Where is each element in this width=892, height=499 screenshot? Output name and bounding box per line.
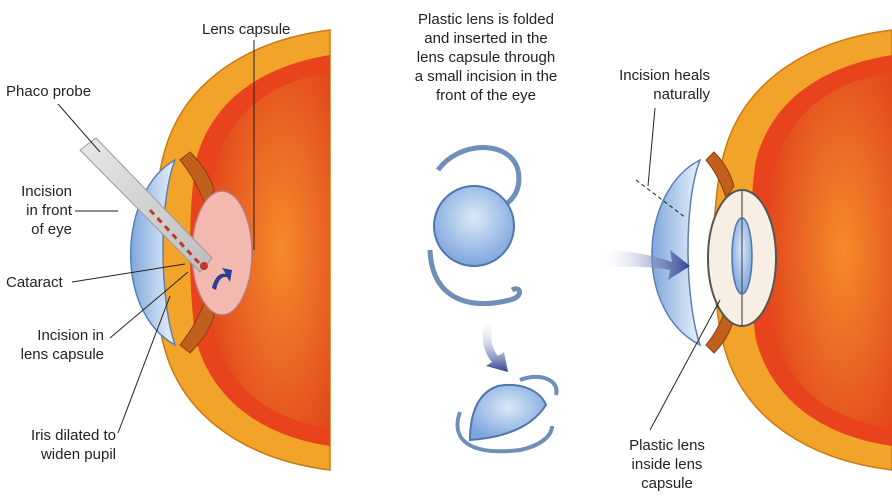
middle-curved-arrow — [483, 318, 508, 372]
label-incision-capsule: Incision in lens capsule — [4, 326, 104, 364]
label-plastic-lens: Plastic lens inside lens capsule — [612, 436, 722, 493]
label-cataract: Cataract — [6, 273, 63, 292]
middle-caption: Plastic lens is folded and inserted in t… — [396, 10, 576, 105]
right-cornea — [652, 160, 700, 345]
folded-lens-bottom — [458, 377, 557, 451]
label-incision-front: Incision in front of eye — [6, 182, 72, 239]
label-phaco-probe: Phaco probe — [6, 82, 91, 101]
label-incision-heals: Incision heals naturally — [596, 66, 710, 104]
folded-lens-top — [430, 148, 520, 304]
label-lens-capsule: Lens capsule — [202, 20, 290, 39]
left-eye — [80, 0, 392, 499]
label-iris-dilated: Iris dilated to widen pupil — [4, 426, 116, 464]
